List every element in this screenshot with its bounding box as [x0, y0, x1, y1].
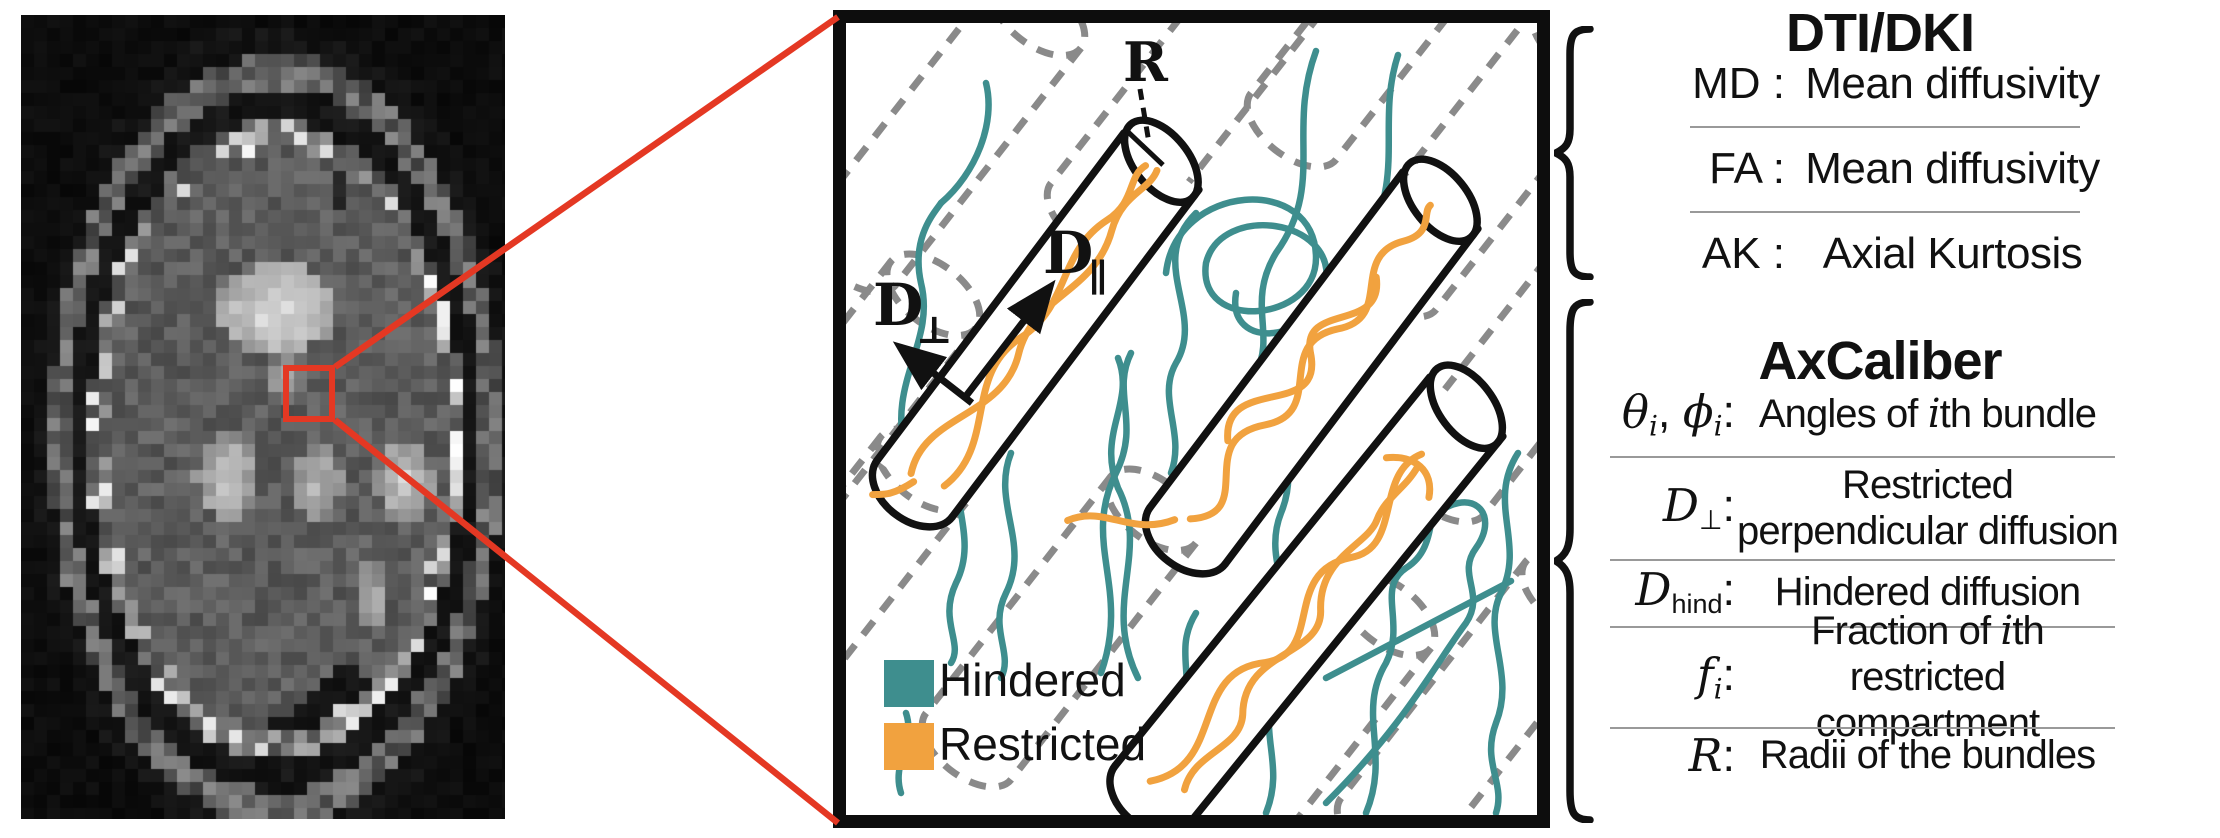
ak-definition: Axial Kurtosis — [1822, 229, 2083, 278]
table-row-fa: FA : Mean diffusivity — [1600, 143, 2120, 195]
separator — [1610, 559, 2115, 561]
md-definition: Mean diffusivity — [1805, 59, 2100, 108]
radius-line — [1125, 129, 1165, 167]
angles-symbol: θi, ϕi: — [1621, 385, 1735, 443]
radius-annotation: R — [1123, 30, 1169, 167]
dhind-definition: Hindered diffusion — [1774, 570, 2081, 614]
fa-definition: Mean diffusivity — [1805, 144, 2100, 193]
table-row-angles: θi, ϕi: Angles of ith bundle — [1600, 385, 2120, 443]
brain-panel — [21, 15, 505, 819]
table-row-dhind: Dhind: Hindered diffusion — [1600, 561, 2120, 623]
dperp-symbol: D⊥: — [1662, 479, 1735, 536]
brain-mri-image — [21, 15, 505, 819]
axon-bundle-3 — [1106, 361, 1507, 815]
dti-dki-title: DTI/DKI — [1786, 3, 1975, 63]
dhind-symbol: Dhind: — [1635, 563, 1735, 620]
fa-label: FA : — [1709, 144, 1785, 193]
dti-brace — [1554, 26, 1594, 280]
axon-bundle-2 — [1064, 155, 1482, 578]
d-perpendicular-subscript: ⊥ — [916, 307, 952, 352]
table-row-ak: AK : Axial Kurtosis — [1600, 228, 2120, 280]
radius-pointer-dashed-line — [1137, 88, 1152, 144]
axcaliber-title: AxCaliber — [1758, 331, 2002, 391]
separator — [1610, 456, 2115, 458]
d-parallel-arrow — [963, 279, 1056, 399]
ak-label: AK : — [1701, 229, 1785, 278]
hindered-swatch — [884, 660, 934, 707]
d-parallel-label: D — [1043, 219, 1093, 287]
d-perpendicular-arrow — [892, 341, 975, 406]
diffusion-arrows: D ∥ D ⊥ — [873, 219, 1108, 406]
d-parallel-subscript: ∥ — [1088, 255, 1108, 300]
radii-definition: Radii of the bundles — [1759, 733, 2096, 777]
table-row-md: MD : Mean diffusivity — [1600, 58, 2120, 110]
legend: Hindered Restricted — [884, 654, 1146, 770]
restricted-swatch — [884, 723, 934, 770]
d-perpendicular-label: D — [873, 271, 923, 339]
radii-symbol: R: — [1688, 728, 1735, 782]
schematic-panel: R D ∥ D ⊥ Hindered Restricted — [833, 10, 1550, 828]
fraction-symbol: fi: — [1696, 647, 1735, 706]
parameter-tables: DTI/DKI MD : Mean diffusivity FA : Mean … — [1600, 0, 2120, 838]
separator — [1610, 727, 2115, 729]
angles-definition: Angles of ith bundle — [1758, 391, 2097, 437]
table-row-radii: R: Radii of the bundles — [1600, 728, 2120, 782]
hindered-legend-label: Hindered — [939, 654, 1126, 706]
md-label: MD : — [1692, 59, 1785, 108]
separator — [1690, 211, 2080, 213]
separator — [1610, 626, 2115, 628]
schematic-drawing: R D ∥ D ⊥ Hindered Restricted — [846, 23, 1537, 815]
restricted-legend-label: Restricted — [939, 718, 1146, 770]
radius-label: R — [1123, 30, 1169, 94]
roi-square — [283, 365, 335, 422]
axcaliber-brace — [1554, 299, 1594, 823]
separator — [1690, 126, 2080, 128]
